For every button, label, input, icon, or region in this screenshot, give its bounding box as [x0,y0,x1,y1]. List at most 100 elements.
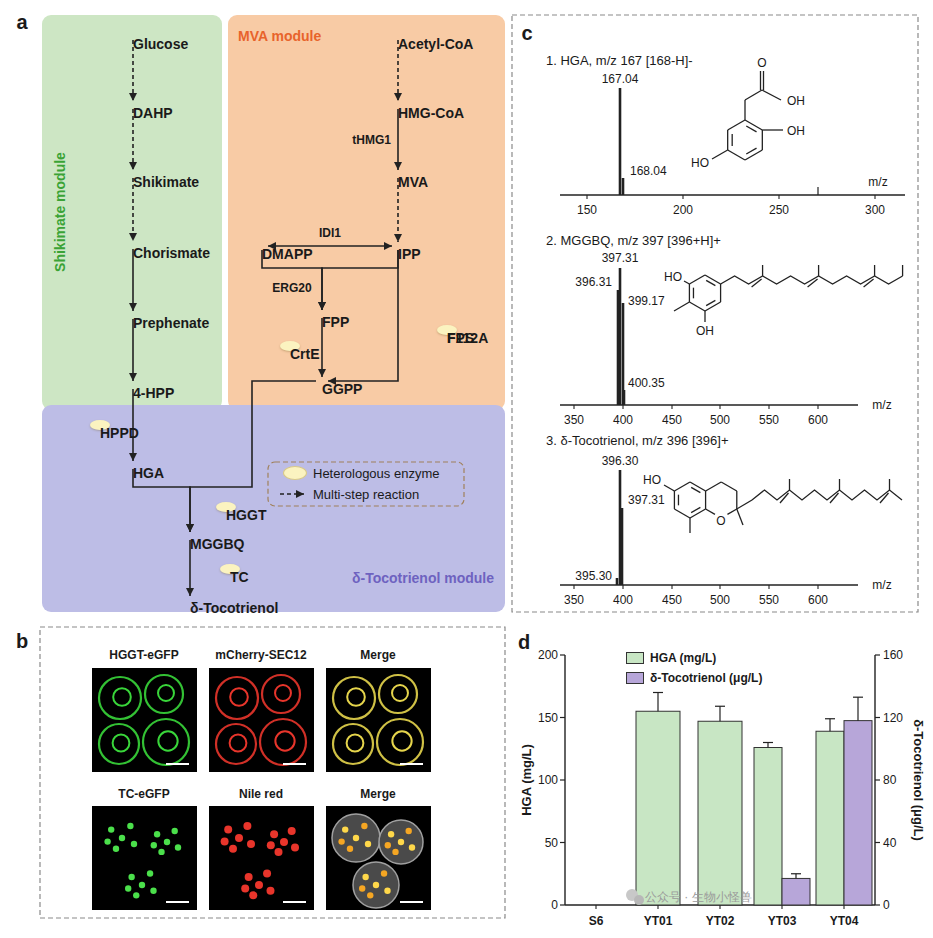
image-title: HGGT-eGFP [109,648,178,662]
axis-tick [719,585,720,589]
micrograph-ground [92,668,197,772]
axis-tick [560,904,565,905]
axis-tick [719,405,720,409]
bond-line [693,288,694,299]
axis-title: m/z [868,175,887,189]
lipid-droplet [359,885,365,891]
module-title: δ-Tocotrienol module [352,570,494,586]
lipid-droplet [249,891,257,899]
lipid-droplet [175,844,181,850]
lipid-droplet [127,823,133,829]
lipid-droplet [365,841,371,847]
lipid-droplet [338,838,344,844]
legend-text: δ-Tocotrienol (μg/L) [650,671,762,685]
isoprenoid-chain [752,490,902,500]
spectrum-peak [621,508,624,585]
nuclear-envelope [275,731,294,750]
tick-label: 100 [538,773,558,787]
metabolite-node: δ-Tocotrienol [187,599,193,601]
error-bar [653,692,663,693]
axis-tick [622,585,623,589]
node-text: Acetyl-CoA [398,36,473,52]
cell-outline [333,677,375,719]
cell-outline [216,677,258,719]
peak-value: 397.31 [602,251,639,265]
node-text: Glucose [133,36,188,52]
lipid-droplet [255,881,263,889]
metabolite-node: MGGBQ [187,535,193,537]
bond-line [689,275,705,284]
bond-line [690,482,706,491]
axis-tick [781,905,782,909]
bond-line [762,130,763,150]
metabolite-node: DMAPP [259,245,265,247]
bond-line [727,130,728,150]
atom-label: OH [696,324,714,338]
peak-value: 167.04 [602,72,639,86]
axis-tick [768,585,769,589]
module-band-fill [42,405,505,612]
spectrum-peak [616,578,619,585]
category-label: S6 [589,914,604,928]
tick-label: 200 [673,203,693,217]
lipid-droplet [367,892,373,898]
image-title: TC-eGFP [118,787,169,801]
bond-line [744,100,745,120]
error-bar [853,697,863,698]
bond-line [745,120,762,130]
spectrum-title: 1. HGA, m/z 167 [168-H]- [546,53,693,68]
enzyme-oval: FPSF112A [437,325,457,335]
tick-label: 500 [710,593,730,607]
bond-line [728,150,745,160]
lipid-droplet [164,839,170,845]
bond-line [691,487,700,492]
tick-label: 50 [545,836,558,850]
axis-title: m/z [872,578,891,592]
lipid-droplet [243,822,251,830]
tick-label: 200 [538,648,558,662]
category-label: YT04 [830,914,859,928]
legend-text: Heterologous enzyme [313,466,439,481]
lipid-droplet [392,849,398,855]
bond-line [720,284,721,302]
enzyme-label: tHMG1 [352,133,391,147]
lipid-droplet [119,835,125,841]
spectrum-axis [560,194,905,195]
bond-line [706,300,715,305]
lipid-droplet [288,827,296,835]
node-text: Shikimate [133,174,199,190]
image-title: mCherry-SEC12 [215,648,306,662]
axis-title: HGA (mg/L) [519,744,534,816]
cell-body [353,862,399,908]
node-text: DAHP [133,105,173,121]
bond-line [745,90,762,100]
node-text: FPP [322,314,349,330]
spectrum-peak [619,470,622,585]
image-title: Merge [360,648,395,662]
bond-line [706,280,715,285]
legend-swatch [283,466,307,480]
bond-line [762,90,781,100]
lipid-droplet [150,888,156,894]
axis-title: m/z [872,398,891,412]
bond-line [674,302,689,311]
bond-line [664,485,674,491]
mutation-superscript: F112A [447,330,488,346]
bond-line [704,311,705,322]
enzyme-label: IDI1 [319,226,341,240]
lipid-droplet [133,892,139,898]
nuclear-envelope [230,735,247,752]
atom-label: HO [643,473,661,487]
bond-line [880,493,889,503]
scale-bar [400,901,423,903]
lipid-droplet [275,848,283,856]
tick-label: 350 [564,413,584,427]
bond-line [678,495,679,506]
bond-line [705,275,721,284]
lipid-droplet [291,844,299,852]
image-title: Nile red [239,787,283,801]
axis-tick [875,904,880,905]
lipid-droplet [125,885,131,891]
node-text: HPPD [100,425,139,441]
tick-label: 350 [564,593,584,607]
